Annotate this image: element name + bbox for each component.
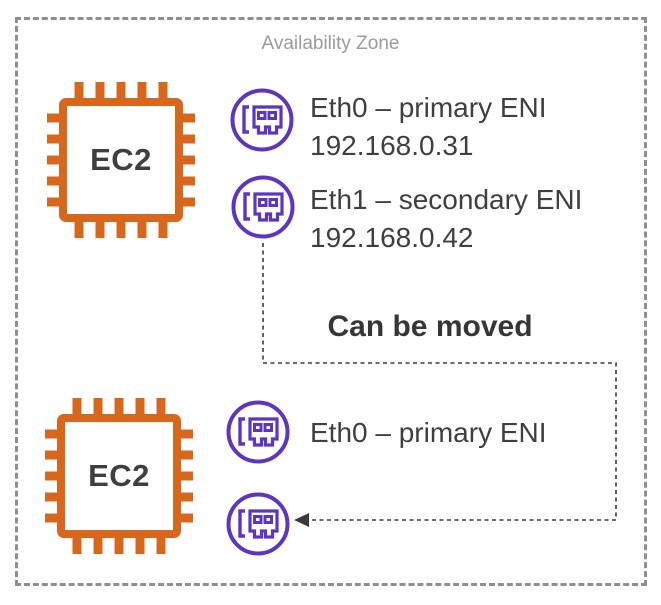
eni-label-eth0-primary: Eth0 – primary ENI 192.168.0.31 [310, 89, 547, 165]
ec2-chip-icon [45, 398, 193, 554]
network-interface-icon [226, 492, 290, 556]
availability-zone-label: Availability Zone [261, 33, 400, 54]
can-be-moved-label: Can be moved [327, 310, 533, 343]
eni-label-eth1-secondary: Eth1 – secondary ENI 192.168.0.42 [310, 181, 582, 257]
eni-name: Eth0 – primary ENI [310, 92, 547, 123]
network-interface-icon [226, 400, 290, 464]
ec2-instance-1-label: EC2 [90, 142, 152, 177]
network-interface-icon [230, 88, 294, 152]
eni-ip: 192.168.0.42 [310, 222, 474, 253]
eni-label-eth0-primary-2: Eth0 – primary ENI [310, 414, 547, 452]
ec2-chip-icon [47, 82, 195, 238]
ec2-instance-2-label: EC2 [88, 458, 150, 493]
availability-zone-box [15, 17, 647, 586]
eni-ip: 192.168.0.31 [310, 130, 474, 161]
eni-name: Eth0 – primary ENI [310, 417, 547, 448]
network-interface-icon [231, 175, 295, 239]
eni-name: Eth1 – secondary ENI [310, 184, 583, 215]
